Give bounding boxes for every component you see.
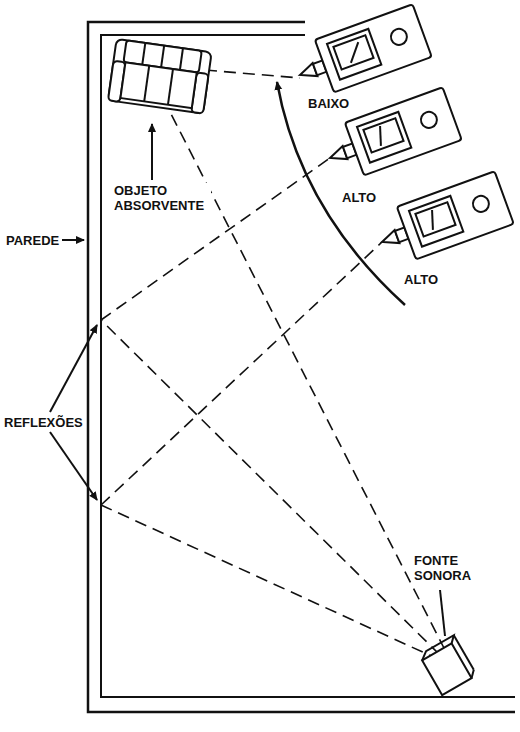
sound-meters <box>290 4 513 268</box>
leader-line <box>440 590 445 636</box>
meter-reading: BAIXO <box>306 96 351 111</box>
leader-line <box>151 124 153 180</box>
sofa <box>108 39 212 114</box>
meter-reading: ALTO <box>402 272 440 287</box>
reflection-label: REFLEXÕES <box>2 415 85 430</box>
wall-inner <box>101 35 515 697</box>
meter-reading: ALTO <box>340 190 378 205</box>
wall-outer <box>88 22 515 712</box>
source-label: FONTE SONORA <box>412 553 496 583</box>
sound-source <box>419 635 477 695</box>
object-label: OBJETO ABSORVENTE <box>112 183 211 213</box>
leader-line <box>50 432 97 500</box>
leader-line <box>50 325 97 412</box>
leader-line <box>62 239 84 241</box>
wall-label: PAREDE <box>4 233 61 248</box>
